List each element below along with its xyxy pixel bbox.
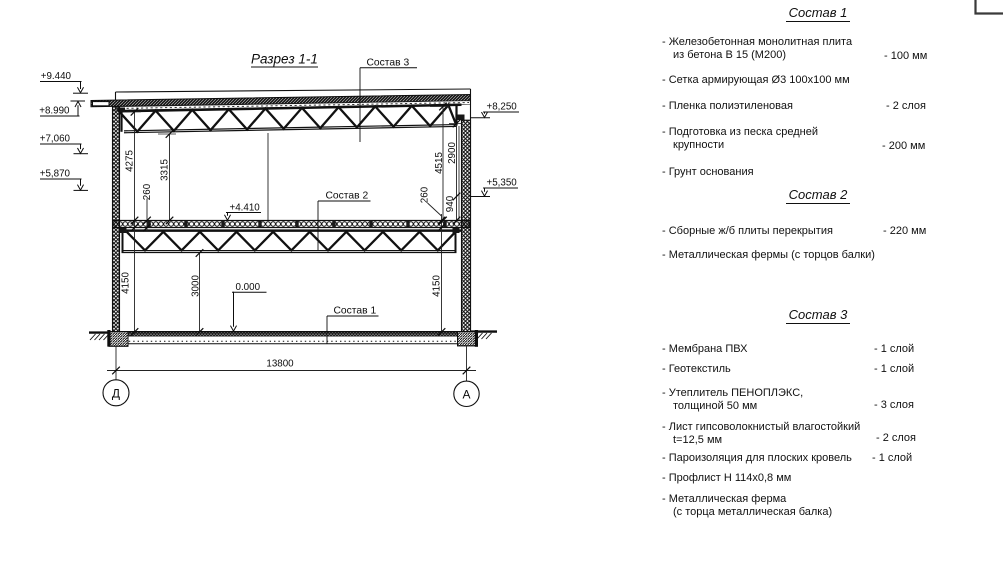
legend-value: - 220 мм <box>883 225 927 237</box>
column-left <box>111 106 121 333</box>
floor-truss <box>120 229 461 254</box>
dim-260-left: 260 <box>142 183 153 200</box>
dim-4150-left: 4150 <box>121 272 132 294</box>
elevation-5870: +5,870 <box>40 169 71 180</box>
legend-value: - 1 слой <box>874 343 915 355</box>
dim-4515: 4515 <box>434 152 445 174</box>
legend-item: - Сборные ж/б плиты перекрытия <box>662 225 833 237</box>
legend-title-2: Состав 2 <box>662 187 974 204</box>
dim-940: 940 <box>445 195 456 212</box>
ground-slab <box>119 330 462 345</box>
sheet-frame-corner <box>974 0 1003 15</box>
legend-value: - 2 слоя <box>886 100 927 112</box>
legend-item: - Утеплитель ПЕНОПЛЭКС, толщиной 50 мм <box>662 387 804 413</box>
elevation-5350: +5,350 <box>487 178 518 189</box>
legend-item: - Металлическая ферма (с торца металличе… <box>662 493 833 519</box>
legend-value: - 100 мм <box>884 50 928 62</box>
legend-value: - 200 мм <box>882 140 926 152</box>
dim-4150-right: 4150 <box>432 275 443 297</box>
legend-item: - Профлист Н 114х0,8 мм <box>662 472 792 484</box>
legend-item: - Подготовка из песка средней крупности <box>662 126 818 152</box>
elevation-7060: +7,060 <box>40 134 71 145</box>
legend-item: - Грунт основания <box>662 166 754 178</box>
callout-sostav-1: Состав 1 <box>334 306 377 317</box>
callouts: Состав 3 Состав 2 Состав 1 <box>317 58 417 344</box>
legend-value: - 3 слоя <box>874 399 915 411</box>
drawing-title: Разрез 1-1 <box>251 52 318 67</box>
dim-3315: 3315 <box>160 159 171 181</box>
legend-item: - Мембрана ПВХ <box>662 343 748 355</box>
callout-sostav-2: Состав 2 <box>326 191 369 202</box>
legend-item: - Пароизоляция для плоских кровель <box>662 452 852 464</box>
elevation-marks: +9.440 +8.990 +7,060 +5,870 +8,250 +5,35… <box>39 71 519 333</box>
legend-value: - 1 слой <box>872 452 913 464</box>
legend-item: - Лист гипсоволокнистый влагостойкий t=1… <box>662 421 861 447</box>
elevation-0000: 0.000 <box>236 282 261 293</box>
axis-label-a: А <box>462 387 470 401</box>
legend-item: - Пленка полиэтиленовая <box>662 100 793 112</box>
legend-value: - 1 слой <box>874 363 915 375</box>
callout-sostav-3: Состав 3 <box>367 58 410 69</box>
roof-eave-detail <box>92 101 110 107</box>
legend-item: - Железобетонная монолитная плита из бет… <box>662 36 853 62</box>
roof-truss <box>118 102 462 134</box>
dim-13800: 13800 <box>266 359 294 370</box>
dimensions: 4275 3315 260 4150 3000 4515 2900 940 26… <box>107 102 476 382</box>
building-section <box>89 88 497 347</box>
dim-2900: 2900 <box>447 142 458 164</box>
legend-item: - Сетка армирующая Ø3 100х100 мм <box>662 74 850 86</box>
legend-item: - Геотекстиль <box>662 363 731 375</box>
elevation-9440: +9.440 <box>41 71 72 82</box>
elevation-8990: +8.990 <box>39 106 70 117</box>
dim-3000: 3000 <box>191 275 202 297</box>
dim-260-right: 260 <box>420 186 431 203</box>
axis-label-d: Д <box>112 386 120 400</box>
floor-slab <box>112 219 471 229</box>
column-cap <box>456 114 465 120</box>
legend-title-1: Состав 1 <box>662 5 974 22</box>
elevation-4410: +4.410 <box>230 203 261 214</box>
legend-value: - 2 слоя <box>876 432 917 444</box>
axis-bubbles: Д А <box>102 379 480 408</box>
legend-item: - Металлическая фермы (с торцов балки) <box>662 249 875 261</box>
elevation-8250: +8,250 <box>487 102 518 113</box>
legend-title-3: Состав 3 <box>662 307 974 324</box>
dim-4275: 4275 <box>125 150 136 172</box>
